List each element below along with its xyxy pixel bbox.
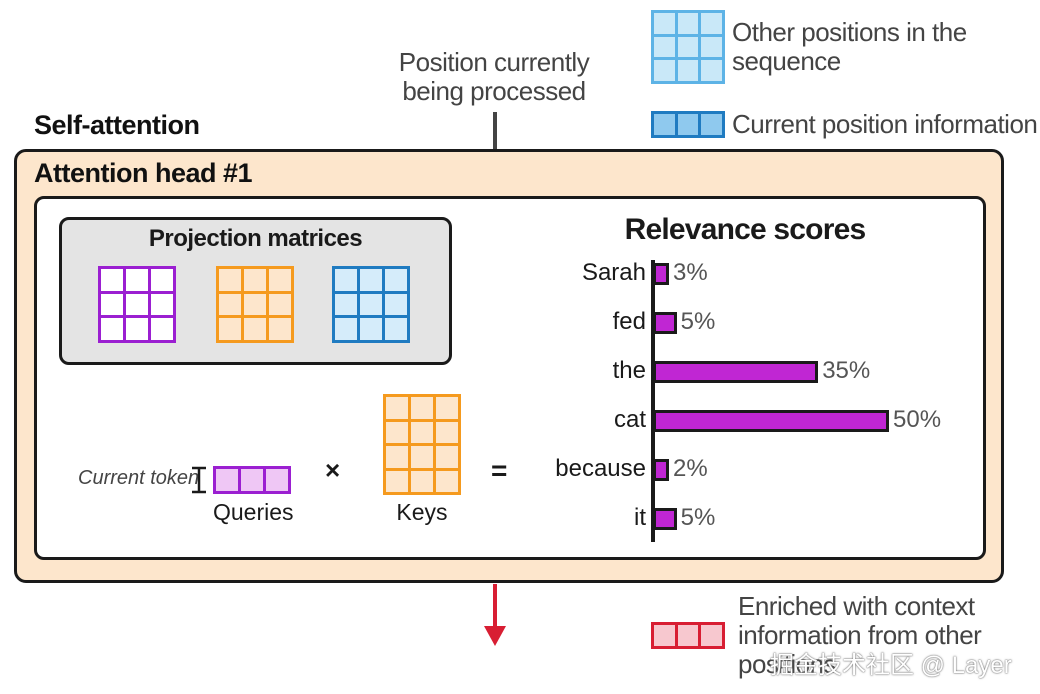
value-label: 5% [680,504,716,531]
current-token-label: Current token [78,467,200,489]
equals-sign: = [491,455,508,486]
value-projection-matrix [332,266,410,343]
category-label: it [634,504,646,531]
queries-vector [213,466,291,494]
value-label: 2% [673,455,708,482]
keys-matrix [383,394,461,495]
relevance-bar [653,361,819,383]
relevance-bar [653,508,677,530]
current-position-legend-grid [651,111,725,138]
token-bracket-icon [192,466,206,494]
output-arrow-icon [484,584,506,646]
category-label: the [612,357,646,384]
relevance-bar [653,459,669,481]
category-label: cat [613,406,646,433]
other-positions-legend-grid [651,10,725,84]
relevance-bar [653,263,669,285]
other-positions-legend-label: Other positions in the sequence [732,17,967,76]
query-projection-matrix [98,266,176,343]
relevance-bar [653,312,677,334]
category-label: fed [612,308,646,335]
current-position-legend-label: Current position information [732,109,1038,139]
projection-matrices-label: Projection matrices [148,225,363,252]
key-projection-matrix [216,266,294,343]
multiply-sign: × [325,455,341,485]
enriched-legend-label: Enriched with context information from o… [738,591,982,679]
position-annotation: Position currently being processed [398,47,590,106]
keys-label: Keys [396,499,448,525]
value-label: 3% [673,259,708,286]
chart-axis [651,260,655,542]
attention-head-label: Attention head #1 [34,158,253,188]
category-label: because [555,455,646,482]
value-label: 50% [893,406,942,433]
queries-label: Queries [213,499,294,525]
value-label: 35% [822,357,871,384]
category-label: Sarah [581,259,646,286]
watermark: 掘金技术社区 @ Layer [770,652,1012,679]
value-label: 5% [680,308,716,335]
relevance-bar [653,410,889,432]
enriched-legend-grid [651,622,725,649]
self-attention-label: Self-attention [34,110,200,140]
relevance-scores-title: Relevance scores [624,213,867,246]
